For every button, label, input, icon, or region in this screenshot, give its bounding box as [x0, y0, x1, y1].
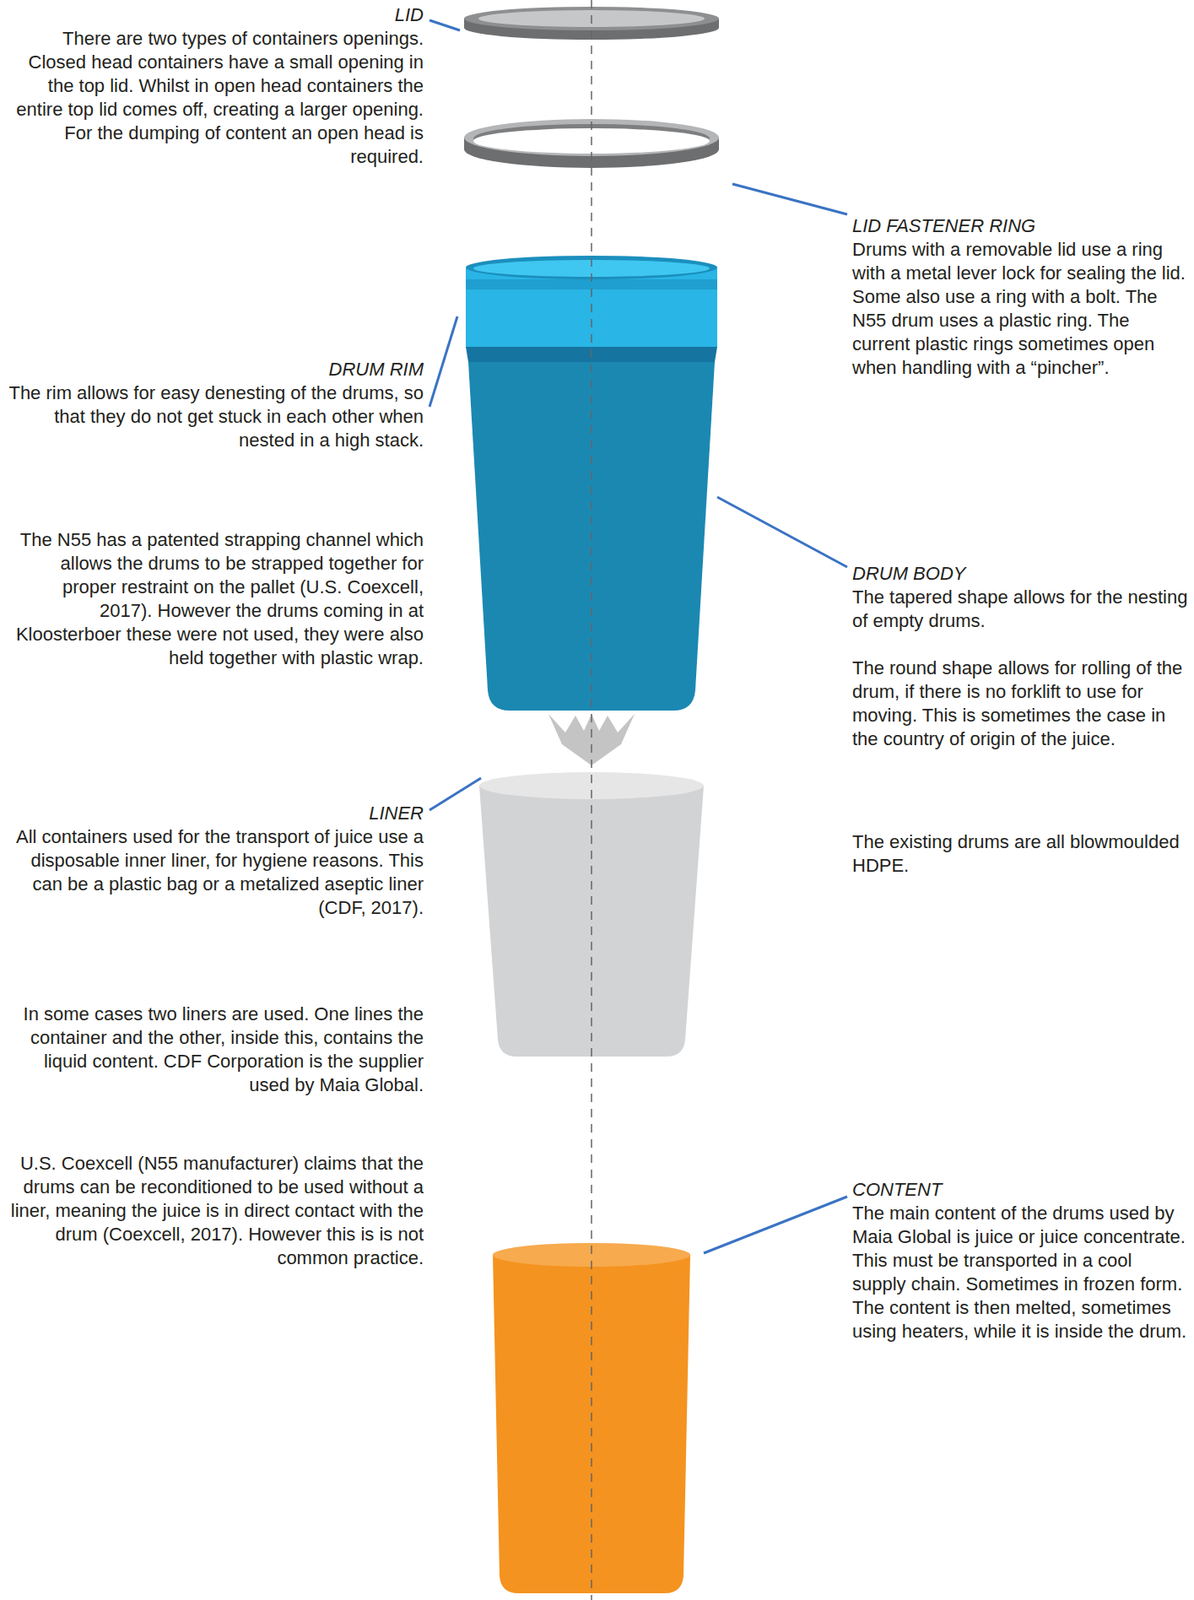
note-text: The N55 has a patented strapping channel…: [6, 528, 424, 670]
note-text: The existing drums are all blowmoulded H…: [852, 830, 1189, 878]
part-name: DRUM RIM: [6, 357, 424, 382]
leader-line: [429, 316, 458, 407]
note-text: U.S. Coexcell (N55 manufacturer) claims …: [6, 1151, 424, 1270]
note-text: There are two types of containers openin…: [6, 27, 424, 169]
leader-line: [429, 777, 481, 811]
note-text: The round shape allows for rolling of th…: [852, 656, 1189, 751]
note-text: The main content of the drums used by Ma…: [852, 1201, 1189, 1344]
center-axis: [590, 0, 593, 1600]
note-text: The rim allows for easy denesting of the…: [6, 381, 424, 453]
part-name: DRUM BODY: [852, 561, 1189, 586]
part-name: LID FASTENER RING: [852, 214, 1189, 238]
part-name: LINER: [6, 801, 424, 826]
part-name: CONTENT: [852, 1177, 1189, 1202]
leader-line: [717, 497, 848, 568]
note-text: The tapered shape allows for the nesting…: [852, 585, 1189, 633]
leader-lines: [429, 20, 848, 1254]
leader-line: [703, 1196, 848, 1254]
note-text: Drums with a removable lid use a ring wi…: [852, 237, 1189, 380]
note-text: All containers used for the transport of…: [6, 825, 424, 920]
note-text: In some cases two liners are used. One l…: [6, 1002, 424, 1097]
leader-line: [732, 183, 848, 215]
part-name: LID: [6, 3, 424, 28]
leader-line: [429, 20, 460, 31]
